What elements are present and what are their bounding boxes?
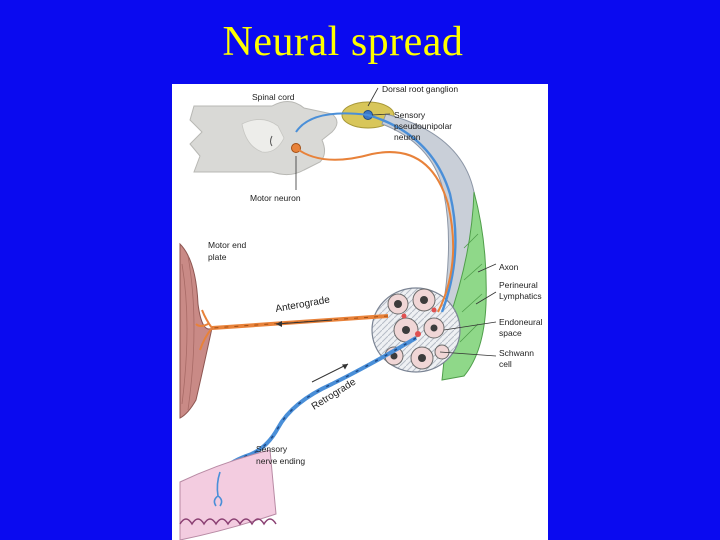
motor-fiber-central bbox=[295, 147, 455, 313]
label-motor-end-plate-1: Motor end bbox=[208, 240, 247, 250]
label-sensory-ending-1: Sensory bbox=[256, 444, 288, 454]
label-dorsal-root-ganglion: Dorsal root ganglion bbox=[382, 84, 458, 94]
label-anterograde: Anterograde bbox=[275, 294, 332, 314]
sensory-fiber-central bbox=[295, 112, 369, 133]
label-schwann-2: cell bbox=[499, 359, 512, 369]
motor-end-plate bbox=[195, 309, 213, 351]
label-perineural-1: Perineural bbox=[499, 280, 538, 290]
slide-title: Neural spread bbox=[222, 19, 464, 65]
label-endoneural-1: Endoneural bbox=[499, 317, 543, 327]
muscle-fiber bbox=[179, 242, 213, 419]
retrograde-arrow bbox=[311, 363, 349, 383]
label-motor-neuron: Motor neuron bbox=[250, 193, 301, 203]
label-perineural-2: Lymphatics bbox=[499, 291, 542, 301]
neural-spread-diagram: Spinal cord Dorsal root ganglion Sensory… bbox=[172, 84, 548, 540]
label-sensory-neuron-3: neuron bbox=[394, 132, 421, 142]
label-motor-end-plate-2: plate bbox=[208, 252, 227, 262]
label-sensory-ending-2: nerve ending bbox=[256, 456, 305, 466]
label-spinal-cord: Spinal cord bbox=[252, 92, 295, 102]
label-sensory-neuron-1: Sensory bbox=[394, 110, 426, 120]
label-endoneural-2: space bbox=[499, 328, 522, 338]
label-axon: Axon bbox=[499, 262, 519, 272]
diagram-canvas: Spinal cord Dorsal root ganglion Sensory… bbox=[179, 84, 543, 540]
skin-section bbox=[179, 449, 277, 540]
label-sensory-neuron-2: pseudounipolar bbox=[394, 121, 452, 131]
anterograde-arrow bbox=[275, 319, 333, 325]
leader-lines bbox=[295, 87, 497, 357]
sensory-nerve-ending bbox=[213, 471, 223, 507]
sensory-fiber-peripheral bbox=[367, 113, 457, 313]
label-schwann-1: Schwann bbox=[499, 348, 534, 358]
spinal-cord bbox=[189, 101, 338, 176]
